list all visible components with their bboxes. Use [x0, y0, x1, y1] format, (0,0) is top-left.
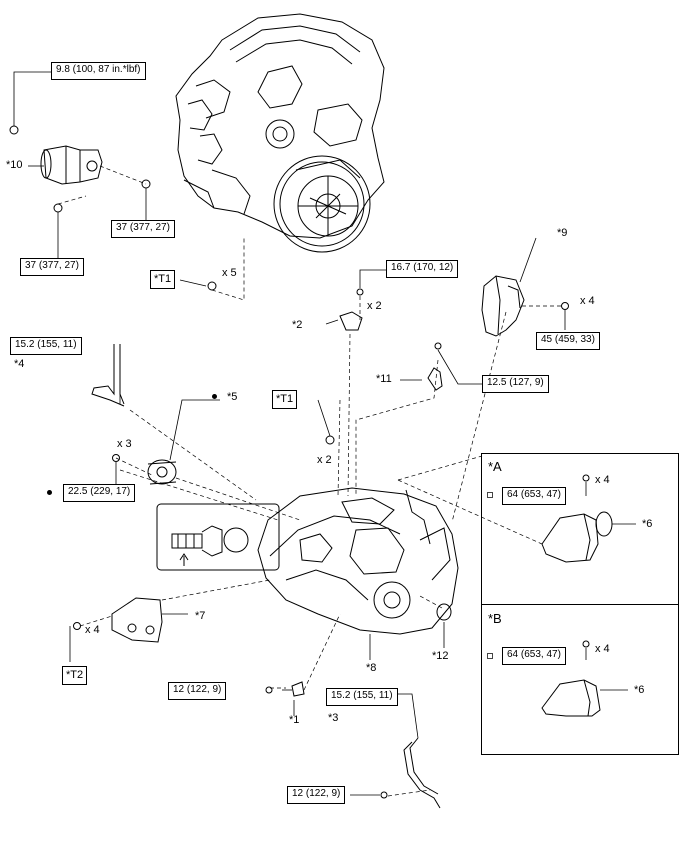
torque-hose-3-union: 15.2 (155, 11) [326, 688, 398, 706]
torque-cylinder-bolt: 22.5 (229, 17) [63, 484, 136, 502]
tube-4 [91, 344, 125, 407]
torque-clamp-1-bolt: 12 (122, 9) [168, 682, 227, 700]
callout-3: *3 [328, 712, 339, 724]
callout-10: *10 [6, 159, 23, 171]
mount-9-bolt [561, 302, 569, 310]
callout-6-a: *6 [642, 518, 653, 530]
bullet-marker-5 [212, 394, 217, 399]
square-marker-panel-b [487, 653, 493, 659]
qty-mount-9: x 4 [580, 295, 595, 307]
t1-mid-bolt [325, 435, 335, 445]
torque-bracket-11-bolt: 12.5 (127, 9) [482, 375, 549, 393]
callout-2: *2 [292, 319, 303, 331]
panel-a-label: *A [488, 459, 502, 474]
clamp-1-bolt [265, 686, 273, 694]
bushing-12 [436, 603, 452, 621]
torque-starter-bolt-right: 37 (377, 27) [111, 220, 175, 238]
torque-tube-union: 15.2 (155, 11) [10, 337, 82, 355]
torque-hose-3-bolt: 12 (122, 9) [287, 786, 346, 804]
release-cylinder-5 [147, 459, 177, 485]
input-shaft-detail [171, 525, 249, 557]
callout-1: *1 [289, 714, 300, 726]
panel-b-label: *B [488, 611, 502, 626]
bracket-7 [111, 597, 163, 643]
callout-4: *4 [14, 358, 25, 370]
callout-12: *12 [432, 650, 449, 662]
sensor-2 [339, 311, 363, 331]
tool-t1-top: *T1 [150, 270, 176, 289]
callout-9: *9 [557, 227, 568, 239]
panel-a-bolt [582, 474, 590, 482]
bracket-11 [427, 367, 443, 391]
t1-top-bolt [207, 281, 217, 291]
callout-8: *8 [366, 662, 377, 674]
torque-mount-9-bolt: 45 (459, 33) [536, 332, 600, 350]
panel-b [481, 604, 679, 755]
panel-b-bolt [582, 640, 590, 648]
arrow-icon [179, 553, 189, 566]
qty-sensor: x 2 [367, 300, 382, 312]
hose-3 [403, 737, 441, 809]
callout-7: *7 [195, 610, 206, 622]
hose-3-bolt [380, 791, 388, 799]
torque-starter-top: 9.8 (100, 87 in.*lbf) [51, 62, 146, 80]
qty-t1-top: x 5 [222, 267, 237, 279]
tool-t1-mid: *T1 [272, 390, 298, 409]
mount-bracket-9 [481, 275, 525, 337]
tool-t2: *T2 [62, 666, 88, 685]
engine-block [175, 13, 385, 253]
bracket-7-bolt [73, 622, 81, 630]
torque-panel-b-bolt: 64 (653, 47) [502, 647, 566, 665]
inset-detail-frame [156, 503, 280, 571]
callout-11: *11 [376, 373, 392, 385]
torque-panel-a-bolt: 64 (653, 47) [502, 487, 566, 505]
starter-bottom-bolt [53, 203, 63, 213]
transaxle-assembly [257, 487, 459, 635]
qty-t2: x 4 [85, 624, 100, 636]
qty-panel-b: x 4 [595, 643, 610, 655]
torque-starter-bolt-left: 37 (377, 27) [20, 258, 84, 276]
callout-5: *5 [227, 391, 238, 403]
bracket-11-bolt [434, 342, 442, 350]
qty-t1-mid: x 2 [317, 454, 332, 466]
bullet-marker-cylinder [47, 490, 52, 495]
callout-6-b: *6 [634, 684, 645, 696]
qty-panel-a: x 4 [595, 474, 610, 486]
starter-top-bolt [9, 125, 19, 135]
clamp-1 [291, 681, 305, 697]
cylinder-bolt [112, 454, 120, 462]
alignment-lines [57, 165, 561, 797]
starter-motor [40, 145, 103, 185]
torque-sensor-bolt: 16.7 (170, 12) [386, 260, 459, 278]
panel-b-mount-6 [541, 679, 601, 717]
sensor-2-bolt [356, 288, 364, 296]
qty-cylinder: x 3 [117, 438, 132, 450]
square-marker-panel-a [487, 492, 493, 498]
